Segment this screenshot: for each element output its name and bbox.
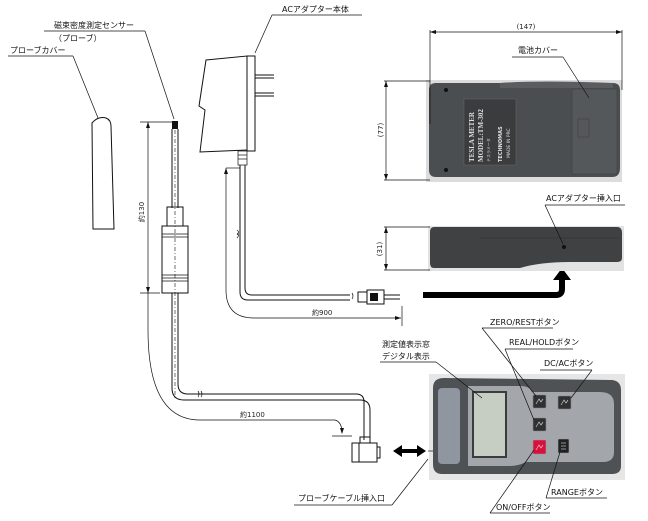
- probe-cable-length-value: 約1100: [240, 410, 265, 419]
- ac-adapter-cable: [236, 165, 400, 305]
- probe-cover: [91, 117, 115, 230]
- device-label-line3: テスラメータ: [485, 138, 491, 162]
- probe-cover-label: プローブカバー: [10, 45, 66, 55]
- device-label-brand: TECHNOMAS: [498, 126, 504, 162]
- display-window-label-line2: デジタル表示: [382, 351, 430, 361]
- ac-adapter-jack-label: ACアダプター挿入口: [546, 193, 621, 203]
- adapter-cable-dimension: 約900: [224, 167, 403, 326]
- dc-ac-label: DC/ACボタン: [544, 359, 593, 368]
- battery-cover-label: 電池カバー: [518, 45, 558, 55]
- probe-sensor-label-line1: 磁束密度測定センサー: [54, 20, 134, 30]
- height-dimension: (77): [377, 80, 430, 181]
- on-off-label: ON/OFFボタン: [496, 503, 550, 512]
- zero-rest-button[interactable]: [532, 394, 547, 409]
- device-front-view: [429, 374, 625, 480]
- probe-cable: [171, 293, 371, 440]
- probe-plug: [351, 436, 381, 463]
- device-back-view: TESLA METER MODEL:TM-302 テスラメータ TECHNOMA…: [426, 80, 622, 182]
- bent-arrow-icon: [423, 268, 571, 298]
- display-window-label-line1: 測定値表示窓: [382, 339, 430, 349]
- zero-rest-label: ZERO/RESTボタン: [490, 318, 560, 327]
- real-hold-button[interactable]: [532, 417, 547, 432]
- device-label-origin: MADE IN PRC: [506, 128, 512, 158]
- width-value: (147): [517, 23, 536, 31]
- ac-adapter-body-label: ACアダプター本体: [282, 4, 349, 14]
- height-value: (77): [377, 123, 385, 138]
- double-arrow-icon: [393, 445, 426, 457]
- thickness-value: (31): [376, 242, 384, 257]
- adapter-cable-length-value: 約900: [312, 308, 332, 317]
- probe-cable-jack-label: プローブケーブル挿入口: [298, 493, 385, 503]
- range-button[interactable]: [557, 438, 570, 454]
- range-label: RANGEボタン: [551, 488, 603, 497]
- dc-ac-button[interactable]: [557, 395, 572, 410]
- lcd-display: [472, 391, 507, 458]
- device-label-line2: MODEL:TM-302: [477, 109, 485, 162]
- probe-cable-dimension: 約1100: [147, 329, 352, 437]
- device-side-view: [428, 226, 624, 271]
- ac-adapter: [198, 55, 274, 166]
- probe-length-dimension: 約130: [137, 121, 172, 330]
- width-dimension: (147): [429, 23, 623, 124]
- device-label-line1: TESLA METER: [468, 111, 476, 162]
- probe-sensor: [161, 121, 189, 400]
- on-off-button[interactable]: [532, 439, 547, 455]
- probe-sensor-label-line2: （プローブ）: [54, 33, 102, 43]
- thickness-dimension: (31): [376, 226, 430, 271]
- real-hold-label: REAL/HOLDボタン: [509, 338, 579, 347]
- probe-length-value: 約130: [137, 202, 146, 222]
